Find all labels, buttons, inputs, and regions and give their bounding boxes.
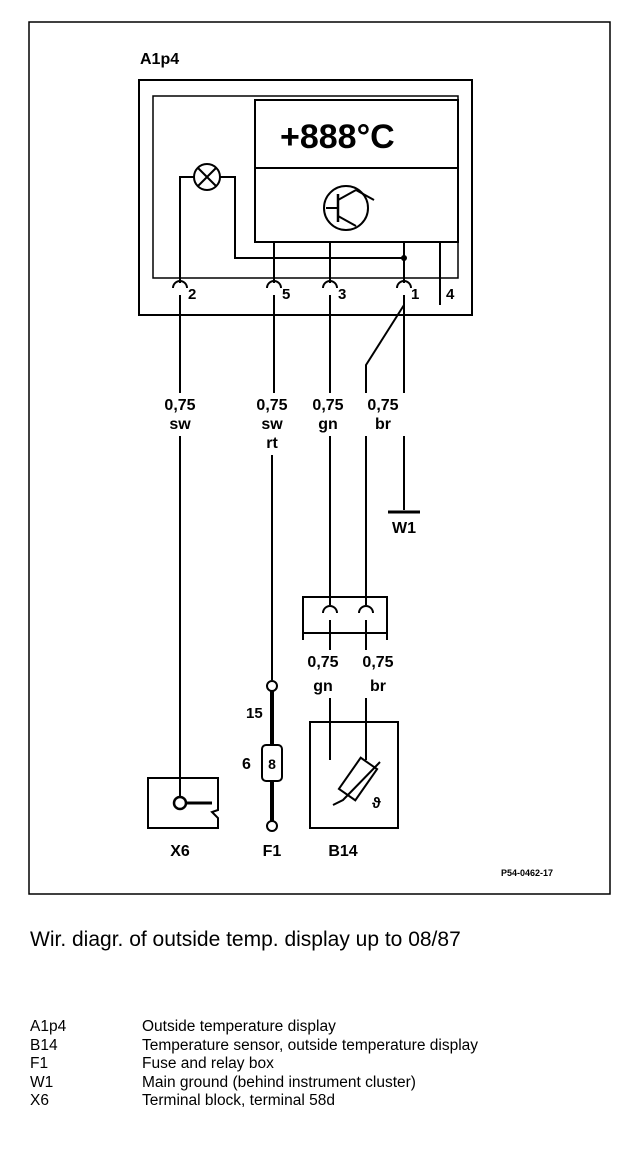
terminal-block-x6 <box>147 777 219 829</box>
legend-desc: Main ground (behind instrument cluster) <box>142 1073 416 1091</box>
legend-row: F1 Fuse and relay box <box>30 1055 478 1074</box>
diagram-frame <box>28 21 611 895</box>
fuse-number: 6 <box>242 756 251 773</box>
wire-br <box>365 304 405 393</box>
sensor-wire-size: 0,75 <box>307 654 338 671</box>
drawing-id: P54-0462-17 <box>501 868 553 878</box>
legend-desc: Fuse and relay box <box>142 1055 274 1072</box>
fuse-terminal-bottom <box>266 820 278 832</box>
wire-size-label: 0,75 <box>164 397 195 414</box>
legend-row: A1p4 Outside temperature display <box>30 1018 478 1037</box>
pin-label: 3 <box>338 286 346 303</box>
legend-code: X6 <box>30 1092 49 1109</box>
legend-code: F1 <box>30 1055 49 1072</box>
lamp-icon <box>193 163 221 191</box>
lcd-readout: +888°C <box>280 118 395 156</box>
ground-label: W1 <box>392 520 416 537</box>
legend: A1p4 Outside temperature display B14 Tem… <box>30 1018 478 1111</box>
display-unit-outline <box>138 79 473 316</box>
wiring-diagram: A1p4 +888°C 2 5 3 1 4 0,75 <box>28 21 611 895</box>
legend-desc: Outside temperature display <box>142 1018 336 1035</box>
wire-size-label: 0,75 <box>312 397 343 414</box>
pin-label: 4 <box>446 286 455 303</box>
wire-color-label: sw <box>261 416 283 433</box>
fuse-rating: 8 <box>268 756 276 772</box>
legend-code: W1 <box>30 1073 54 1091</box>
temperature-sensor-b14 <box>309 721 399 829</box>
wire-color-label: gn <box>318 416 338 433</box>
thermistor-icon: ϑ <box>332 756 381 812</box>
wire-color-label: br <box>375 416 391 433</box>
sensor-wire-size: 0,75 <box>362 654 393 671</box>
legend-code: B14 <box>30 1036 58 1054</box>
pin-label: 1 <box>411 286 419 303</box>
legend-row: W1 Main ground (behind instrument cluste… <box>30 1074 478 1093</box>
lamp-wire-right <box>220 176 404 259</box>
sensor-connector <box>302 596 388 634</box>
label-x6: X6 <box>170 843 190 860</box>
legend-row: X6 Terminal block, terminal 58d <box>30 1092 478 1111</box>
pin-label: 5 <box>282 286 290 303</box>
wire-color-label: sw <box>169 416 191 433</box>
legend-desc: Terminal block, terminal 58d <box>142 1092 335 1109</box>
legend-row: B14 Temperature sensor, outside temperat… <box>30 1037 478 1056</box>
wiring-diagram-svg: A1p4 +888°C 2 5 3 1 4 0,75 <box>28 21 611 895</box>
theta-symbol: ϑ <box>372 795 381 812</box>
component-label-a1p4: A1p4 <box>140 51 179 68</box>
legend-desc: Temperature sensor, outside temperature … <box>142 1036 479 1054</box>
diagram-caption: Wir. diagr. of outside temp. display up … <box>30 928 461 951</box>
wire-size-label: 0,75 <box>256 397 287 414</box>
sensor-wire-color: br <box>370 678 386 695</box>
legend-code: A1p4 <box>30 1018 67 1035</box>
transistor-icon <box>323 185 375 231</box>
fuse-terminal-top <box>266 680 278 692</box>
fuse-terminal-label: 15 <box>246 705 263 722</box>
terminal-screw <box>172 795 188 811</box>
wire-size-label: 0,75 <box>367 397 398 414</box>
sensor-wire-color: gn <box>313 678 333 695</box>
label-b14: B14 <box>328 843 357 860</box>
label-f1: F1 <box>263 843 282 860</box>
pin-connectors <box>172 280 441 305</box>
wire-color2-label: rt <box>266 435 278 452</box>
pin-label: 2 <box>188 286 196 303</box>
electronics-box <box>254 167 459 243</box>
lamp-wire-left <box>179 176 194 283</box>
